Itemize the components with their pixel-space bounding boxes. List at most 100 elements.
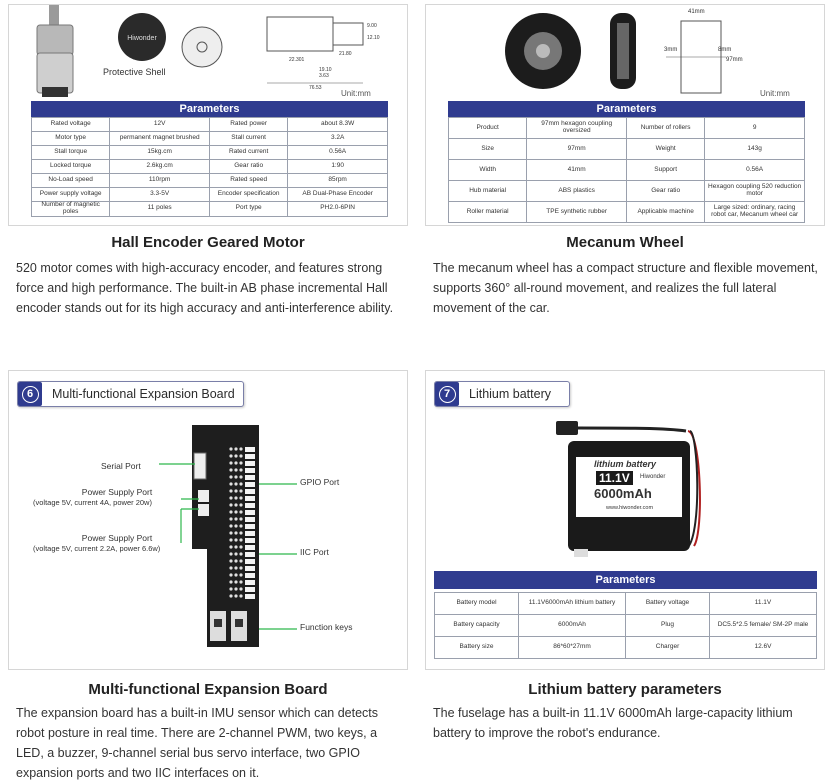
param-value-cell: 6000mAh (518, 614, 626, 637)
board-pin (234, 475, 238, 479)
power-port-2-label: Power Supply Port (81, 533, 153, 543)
board-header-pin (245, 552, 255, 557)
board-pin (234, 454, 238, 458)
serial-port-label: Serial Port (101, 461, 141, 471)
board-header-pin (245, 482, 255, 487)
board-header-pin (245, 454, 255, 459)
board-pin (234, 531, 238, 535)
param-value-cell: 0.56A (704, 159, 805, 181)
board-pin (239, 573, 243, 577)
board-header-pin (245, 489, 255, 494)
board-header-pin (245, 461, 255, 466)
param-value-cell: 9 (704, 117, 805, 139)
param-name-cell: Gear ratio (208, 159, 289, 174)
board-image (159, 425, 297, 647)
board-pin (239, 503, 243, 507)
board-pin (234, 517, 238, 521)
board-header-pin (245, 587, 255, 592)
board-header-pin (245, 475, 255, 480)
board-badge: 6 (18, 382, 42, 406)
board-header-pin (245, 503, 255, 508)
battery-card: 7 Lithium battery lithium battery 11.1V … (425, 370, 825, 670)
motor-desc: 520 motor comes with high-accuracy encod… (16, 261, 394, 315)
board-card: 6 Multi-functional Expansion Board Seria… (8, 370, 408, 670)
board-header-pin (245, 447, 255, 452)
board-pin (229, 531, 233, 535)
board-pin (234, 489, 238, 493)
battery-label-top: lithium battery (594, 459, 657, 469)
board-pin (234, 545, 238, 549)
param-name-cell: Battery size (433, 636, 520, 659)
param-value-cell: 110rpm (109, 173, 210, 188)
param-name-cell: Hub material (447, 180, 528, 202)
board-pin (234, 594, 238, 598)
param-value-cell: Large sized: ordinary, racing robot car,… (704, 201, 805, 223)
motor-dim-3: 3.63 (319, 73, 329, 79)
param-name-cell: Encoder specification (208, 187, 289, 202)
board-pin (229, 517, 233, 521)
board-pin (229, 587, 233, 591)
motor-dim-6: 9.00 (367, 23, 377, 29)
board-pin (239, 510, 243, 514)
motor-params-title: Parameters (31, 101, 388, 117)
board-pin (239, 531, 243, 535)
param-name-cell: No-Load speed (30, 173, 111, 188)
board-header-pin (245, 566, 255, 571)
board-desc: The expansion board has a built-in IMU s… (16, 706, 378, 780)
param-name-cell: Rated power (208, 117, 289, 132)
param-value-cell: 97mm hexagon coupling oversized (526, 117, 627, 139)
board-pin (234, 496, 238, 500)
param-name-cell: Battery capacity (433, 614, 520, 637)
param-name-cell: Battery voltage (624, 592, 711, 615)
param-name-cell: Width (447, 159, 528, 181)
motor-dim-4: 21.80 (339, 51, 352, 57)
board-pin (239, 461, 243, 465)
board-pin (234, 587, 238, 591)
param-name-cell: Power supply voltage (30, 187, 111, 202)
param-value-cell: 11 poles (109, 201, 210, 217)
param-name-cell: Size (447, 138, 528, 160)
board-header-pin (245, 524, 255, 529)
board-pin (229, 496, 233, 500)
battery-tag-label: Lithium battery (469, 387, 551, 401)
board-header-pin (245, 517, 255, 522)
board-pin (239, 580, 243, 584)
board-pin (229, 524, 233, 528)
board-pin (229, 475, 233, 479)
param-value-cell: 1:90 (287, 159, 388, 174)
power-port-1-sub: (voltage 5V, current 4A, power 20w) (33, 498, 152, 507)
battery-image (556, 421, 701, 557)
param-value-cell: 85rpm (287, 173, 388, 188)
battery-label-brand: Hiwonder (640, 474, 666, 480)
board-pin (239, 489, 243, 493)
param-value-cell: 143g (704, 138, 805, 160)
battery-tag: 7 Lithium battery (434, 381, 570, 407)
param-name-cell: Locked torque (30, 159, 111, 174)
board-tag: 6 Multi-functional Expansion Board (17, 381, 244, 407)
param-value-cell: AB Dual-Phase Encoder (287, 187, 388, 202)
board-pin (234, 573, 238, 577)
board-pin (239, 454, 243, 458)
board-header-pin (245, 573, 255, 578)
board-header-pin (245, 559, 255, 564)
battery-badge: 7 (435, 382, 459, 406)
board-pin (234, 559, 238, 563)
board-pin (239, 496, 243, 500)
power-port-1-label: Power Supply Port (81, 487, 153, 497)
motor-dim-7: 12.10 (367, 35, 380, 41)
board-pin (239, 552, 243, 556)
board-pin (229, 447, 233, 451)
wheel-params-title: Parameters (448, 101, 805, 117)
board-pin (234, 524, 238, 528)
param-name-cell: Gear ratio (625, 180, 706, 202)
gpio-port-label: GPIO Port (300, 477, 340, 487)
board-pin (234, 580, 238, 584)
board-pin (229, 538, 233, 542)
